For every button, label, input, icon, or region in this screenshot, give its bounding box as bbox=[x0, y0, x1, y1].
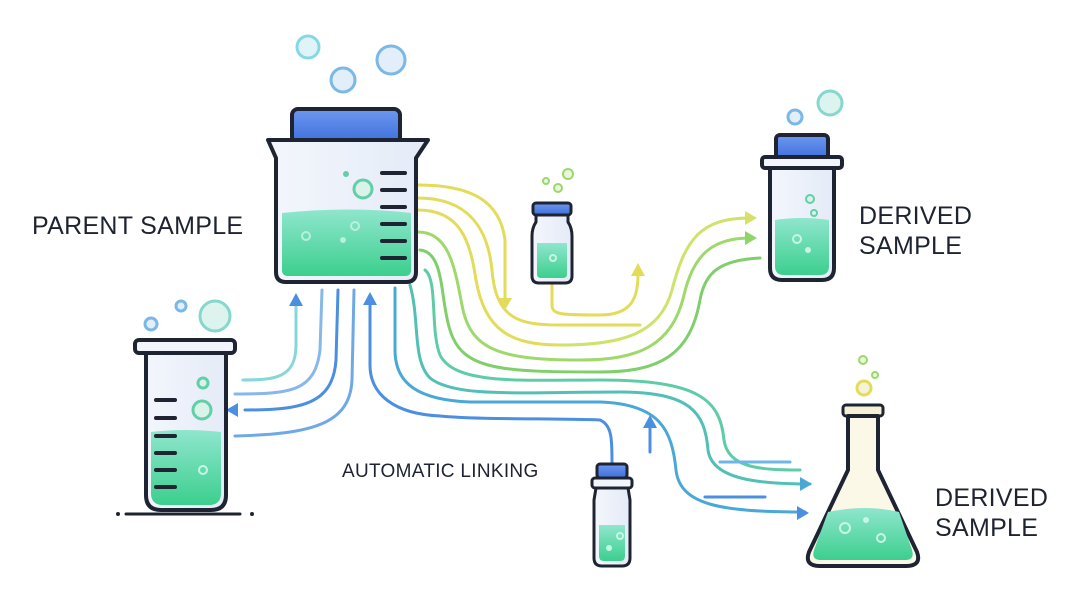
bubble bbox=[616, 532, 624, 540]
flow-yellow-1 bbox=[416, 183, 507, 302]
flask-liquid bbox=[813, 508, 913, 560]
arrowheads bbox=[226, 211, 812, 520]
bubble bbox=[295, 34, 321, 60]
vial-cap bbox=[595, 462, 629, 480]
flow-blue-1 bbox=[393, 286, 807, 514]
bubble bbox=[352, 178, 374, 200]
bubble bbox=[375, 44, 407, 76]
flow-green-2 bbox=[416, 230, 752, 362]
derived-sample-label-top: DERIVED SAMPLE bbox=[859, 201, 972, 261]
flow-green-1 bbox=[558, 216, 752, 347]
bubble bbox=[198, 465, 208, 475]
arrow-yellow-up bbox=[631, 263, 645, 276]
beaker-lid bbox=[290, 107, 402, 145]
bubble bbox=[863, 517, 869, 523]
bubble bbox=[340, 237, 346, 243]
bubble bbox=[301, 231, 311, 241]
flow-paths bbox=[233, 183, 812, 514]
bubble bbox=[549, 254, 557, 262]
small-vial-top bbox=[530, 168, 574, 285]
bubble bbox=[816, 89, 844, 117]
tube-liquid bbox=[775, 218, 829, 275]
arrow-flask-2 bbox=[797, 506, 809, 520]
flow-left-4 bbox=[233, 288, 356, 438]
arrow-yellow-down bbox=[498, 298, 512, 310]
arrow-derived-1 bbox=[745, 211, 757, 225]
flow-yellow-2 bbox=[416, 196, 642, 327]
derived-sample-label-bottom-line2: SAMPLE bbox=[935, 514, 1039, 542]
bubble bbox=[839, 522, 851, 534]
bubble bbox=[858, 355, 868, 365]
bubble bbox=[143, 316, 159, 332]
bubble bbox=[805, 247, 811, 253]
derived-sample-label-bottom-line1: DERIVED bbox=[935, 484, 1049, 512]
flow-left-2 bbox=[233, 288, 324, 396]
bubble bbox=[876, 533, 886, 543]
parent-beaker bbox=[266, 34, 430, 284]
bubble bbox=[343, 171, 349, 177]
derived-tube-top bbox=[760, 89, 844, 282]
left-test-tube bbox=[116, 299, 254, 516]
small-vial-bottom bbox=[590, 462, 634, 568]
flow-green-3 bbox=[418, 248, 762, 374]
derived-sample-label-bottom: DERIVED SAMPLE bbox=[935, 483, 1048, 543]
bubble bbox=[350, 221, 360, 231]
ground-dot bbox=[116, 512, 120, 516]
vial-liquid bbox=[599, 525, 625, 561]
arrow-blue-up bbox=[643, 415, 657, 428]
arrow-left-tube bbox=[226, 403, 238, 417]
ground-dot bbox=[250, 512, 254, 516]
bubble bbox=[786, 108, 804, 126]
vial-cap bbox=[531, 201, 573, 217]
bubble bbox=[562, 168, 574, 180]
bubble bbox=[805, 194, 815, 204]
flow-blue-2 bbox=[368, 298, 614, 464]
flow-left-1 bbox=[241, 303, 298, 382]
arrow-derived-2 bbox=[745, 231, 757, 245]
automatic-linking-label: AUTOMATIC LINKING bbox=[342, 461, 539, 482]
arrow-flask-1 bbox=[800, 477, 812, 491]
bubble bbox=[553, 183, 563, 193]
bubble bbox=[198, 299, 232, 333]
bubble bbox=[196, 376, 210, 390]
bubble bbox=[174, 299, 188, 313]
beaker-liquid bbox=[282, 209, 411, 276]
derived-sample-label-top-line2: SAMPLE bbox=[859, 232, 963, 260]
bubble bbox=[191, 399, 213, 421]
bubble bbox=[792, 234, 802, 244]
bubble bbox=[606, 545, 612, 551]
bubble bbox=[329, 66, 357, 94]
flow-teal-1 bbox=[423, 268, 802, 472]
derived-flask bbox=[805, 355, 921, 568]
tube-gradations bbox=[154, 398, 177, 489]
bubble bbox=[542, 177, 550, 185]
beaker-gradations bbox=[380, 171, 407, 260]
flow-yellow-vial-up bbox=[550, 273, 640, 317]
arrow-up-1 bbox=[289, 293, 303, 306]
tube-liquid bbox=[151, 430, 221, 505]
bubble bbox=[871, 371, 879, 379]
flow-left-3 bbox=[243, 288, 340, 412]
parent-sample-label: PARENT SAMPLE bbox=[32, 212, 244, 240]
flow-yellow-3 bbox=[416, 208, 562, 347]
arrow-up-2 bbox=[363, 292, 377, 305]
flow-teal-2 bbox=[408, 283, 812, 486]
bubble bbox=[810, 209, 818, 217]
bubble bbox=[855, 379, 873, 397]
derived-sample-label-top-line1: DERIVED bbox=[859, 202, 973, 230]
